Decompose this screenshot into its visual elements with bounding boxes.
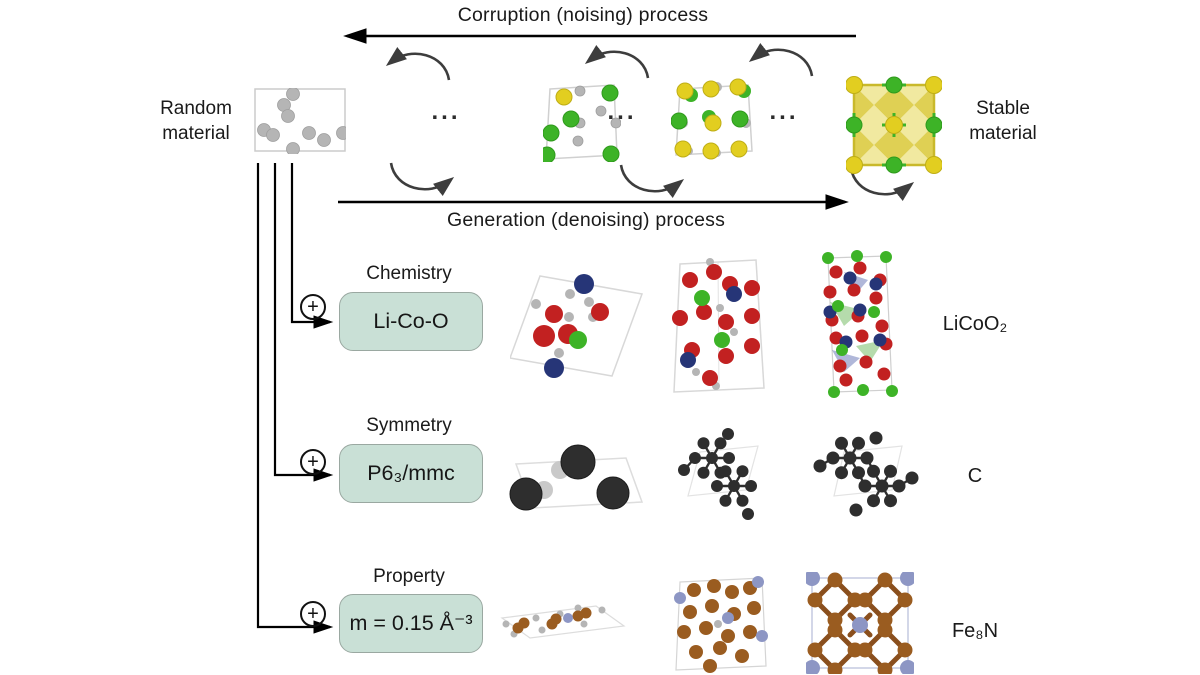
front-atoms — [671, 78, 749, 160]
green-atoms — [846, 76, 942, 174]
red-atoms — [672, 264, 760, 386]
ellipsis-1: ... — [431, 98, 461, 125]
green-atoms — [543, 84, 620, 162]
rotation-arrow-top-1 — [385, 46, 451, 81]
random-material-image — [254, 88, 346, 154]
dark-atoms — [813, 431, 919, 517]
stable-material-line2: material — [969, 123, 1037, 144]
rotation-arrow-top-2 — [584, 44, 650, 79]
green-atom — [694, 290, 710, 306]
rotation-arrow-bottom-3 — [849, 167, 915, 202]
row-title-chemistry: Chemistry — [366, 263, 452, 284]
stable-material-label: Stable material — [947, 96, 1059, 146]
yellow-atom — [555, 88, 573, 106]
symmetry-structure-step2-image — [678, 428, 759, 520]
steel-atoms — [674, 576, 768, 642]
plus-circle-property: + — [300, 601, 326, 627]
property-structure-final-image — [806, 572, 914, 674]
corruption-process-label: Corruption (noising) process — [457, 4, 709, 26]
blue-atom — [544, 358, 564, 378]
blue-atom — [680, 352, 696, 368]
dark-atoms — [509, 444, 630, 511]
row-title-property: Property — [373, 566, 445, 587]
property-structure-step2-image — [674, 576, 768, 673]
chemistry-structure-step1-image — [510, 274, 644, 378]
green-atom — [714, 332, 730, 348]
ellipsis-3: ... — [769, 98, 799, 125]
gray-atoms — [531, 289, 598, 358]
random-material-line1: Random — [160, 98, 232, 119]
chemistry-structure-step2-image — [672, 258, 765, 393]
row-title-symmetry: Symmetry — [366, 415, 452, 436]
condition-box-chemistry: Li-Co-O — [339, 292, 483, 351]
brown-atoms — [512, 607, 592, 634]
connector-symmetry — [273, 163, 334, 482]
random-material-line2: material — [162, 123, 230, 144]
plus-circle-symmetry: + — [300, 449, 326, 475]
blue-atoms — [823, 271, 887, 349]
chemistry-structure-final-image — [822, 250, 898, 398]
result-label-symmetry: C — [967, 465, 983, 487]
condition-box-property: m = 0.15 Å⁻³ — [339, 594, 483, 653]
gray-atoms — [257, 88, 346, 154]
stable-material-image — [846, 76, 942, 174]
symmetry-structure-step1-image — [509, 444, 644, 511]
result-label-property: Fe₈N — [951, 620, 999, 642]
brown-atoms — [677, 579, 761, 673]
rotation-arrow-bottom-1 — [389, 162, 455, 197]
condition-box-symmetry: P6₃/mmc — [339, 444, 483, 503]
ordering-structure-image — [671, 78, 753, 160]
steel-atom — [563, 613, 573, 623]
steel-atoms — [806, 572, 914, 674]
result-label-chemistry: LiCoO₂ — [942, 313, 1008, 335]
rotation-arrow-bottom-2 — [619, 164, 685, 199]
connector-property — [256, 163, 334, 634]
random-material-label: Random material — [140, 96, 252, 146]
blue-atom — [574, 274, 594, 294]
yellow-atoms — [846, 76, 942, 174]
dark-atoms — [678, 428, 757, 520]
plus-circle-chemistry: + — [300, 294, 326, 320]
rotation-arrow-top-3 — [748, 42, 814, 77]
blue-atom — [726, 286, 742, 302]
green-atoms — [822, 250, 898, 398]
brown-atoms — [807, 572, 913, 674]
connector-chemistry — [290, 163, 334, 329]
polyhedra — [854, 85, 934, 165]
stable-material-line1: Stable — [976, 98, 1030, 119]
green-atom — [569, 331, 587, 349]
symmetry-structure-final-image — [813, 431, 919, 517]
noisy-structure-image — [543, 84, 621, 162]
generation-process-label: Generation (denoising) process — [446, 209, 726, 231]
property-structure-step1-image — [500, 604, 626, 639]
gray-atom — [714, 620, 722, 628]
